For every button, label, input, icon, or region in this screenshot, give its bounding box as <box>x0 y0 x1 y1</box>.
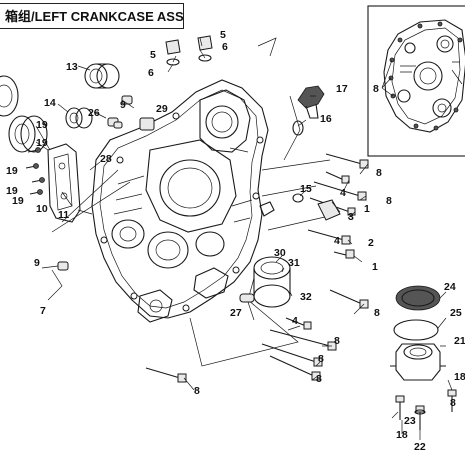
callout-3: 3 <box>348 211 354 223</box>
callout-19-d: 19 <box>12 195 24 207</box>
callout-24: 24 <box>444 281 456 293</box>
bolts-19 <box>25 147 45 195</box>
bottom-bolts <box>395 389 457 430</box>
callout-14: 14 <box>44 97 56 109</box>
callout-8-c: 8 <box>386 195 392 207</box>
leader-lines <box>35 37 453 440</box>
callout-2: 2 <box>368 237 374 249</box>
callout-4-c: 4 <box>292 315 298 327</box>
callout-32: 32 <box>300 291 312 303</box>
sleeve-30-32 <box>239 256 291 308</box>
callout-18: 18 <box>454 371 465 383</box>
bearing-13 <box>84 63 120 89</box>
callout-11: 11 <box>58 209 69 221</box>
callout-23: 23 <box>404 415 416 427</box>
callout-28: 28 <box>100 153 112 165</box>
callout-21: 21 <box>454 335 465 347</box>
callout-16: 16 <box>320 113 332 125</box>
callout-19-b: 19 <box>6 165 18 177</box>
dowels <box>57 95 155 271</box>
callout-18-b: 18 <box>396 429 408 441</box>
crankcase-bolt-holes <box>100 112 264 312</box>
callout-5: 5 <box>150 49 156 61</box>
inset-view: 8 <box>367 5 465 157</box>
callout-8-e: 8 <box>334 335 340 347</box>
bearing-left-edge <box>0 75 48 153</box>
callout-9: 9 <box>120 99 126 111</box>
callout-25: 25 <box>450 307 462 319</box>
callout-1: 1 <box>364 203 370 215</box>
callout-7: 7 <box>40 305 46 317</box>
callout-29: 29 <box>156 103 168 115</box>
filler-cap-17 <box>292 85 325 136</box>
callout-22: 22 <box>414 441 426 453</box>
filter-cover-assy <box>390 285 446 381</box>
plugs-top <box>165 35 213 66</box>
callout-8: 8 <box>373 83 379 95</box>
callout-17: 17 <box>336 83 348 95</box>
bolts-mid-right <box>259 171 356 330</box>
callout-19-c: 19 <box>6 185 18 197</box>
long-bolts-8 <box>145 153 369 383</box>
left-crankcase <box>91 79 269 323</box>
callout-10: 10 <box>36 203 48 215</box>
callout-27: 27 <box>230 307 242 319</box>
inset-bolts <box>388 21 463 131</box>
callout-labels: 13 14 26 9 29 19 19 28 19 19 19 10 11 9 … <box>6 29 465 453</box>
callout-1-b: 1 <box>372 261 378 273</box>
callout-4-b: 4 <box>334 235 340 247</box>
callout-30: 30 <box>274 247 286 259</box>
callout-9-b: 9 <box>34 257 40 269</box>
callout-12: 19 <box>36 137 48 149</box>
callout-15: 15 <box>300 183 312 195</box>
callout-4: 4 <box>340 187 346 199</box>
callout-19: 19 <box>36 119 48 131</box>
callout-8-f: 8 <box>318 353 324 365</box>
callout-8-g: 8 <box>316 373 322 385</box>
callout-6-b: 6 <box>222 41 228 53</box>
callout-5-b: 5 <box>220 29 226 41</box>
callout-26: 26 <box>88 107 100 119</box>
callout-31: 31 <box>288 257 300 269</box>
bearing-14 <box>65 107 93 129</box>
inset-crankcase <box>383 19 465 133</box>
callout-13: 13 <box>66 61 78 73</box>
callout-8-i: 8 <box>450 397 456 409</box>
callout-8-b: 8 <box>376 167 382 179</box>
callout-8-h: 8 <box>194 385 200 397</box>
diagram-title: 箱组/LEFT CRANKCASE ASSY. <box>0 3 184 29</box>
callout-6: 6 <box>148 67 154 79</box>
callout-8-d: 8 <box>374 307 380 319</box>
